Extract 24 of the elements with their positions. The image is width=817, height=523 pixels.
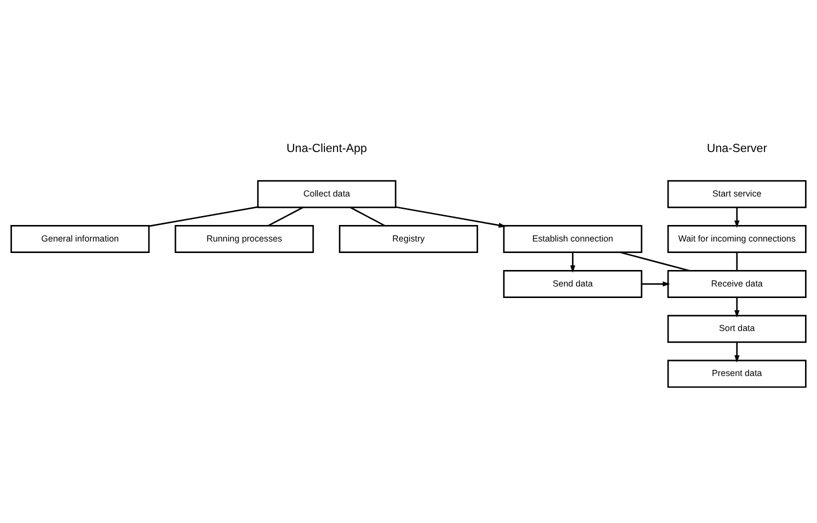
arrow [734,342,740,363]
arrow [570,252,576,273]
node-box: Wait for incoming connections [667,225,807,254]
connector [620,252,690,272]
label: Una-Server [706,142,768,155]
node-box: Collect data [257,180,396,208]
node-box: General information [10,225,150,254]
label: Una-Client-App [286,142,367,155]
arrow [642,281,670,287]
connector [350,206,386,226]
connector [736,252,738,271]
node-box: Registry [338,225,478,254]
node-box: Receive data [667,270,807,298]
node-box: Sort data [667,314,807,343]
node-box: Running processes [174,225,314,254]
arrow [734,297,740,318]
node-box: Start service [667,180,807,208]
arrow [396,206,506,228]
node-box: Present data [667,360,807,388]
connector [268,206,304,226]
connector [148,206,258,227]
arrow [734,207,740,228]
node-box: Send data [503,270,642,298]
node-box: Establish connection [503,225,642,254]
